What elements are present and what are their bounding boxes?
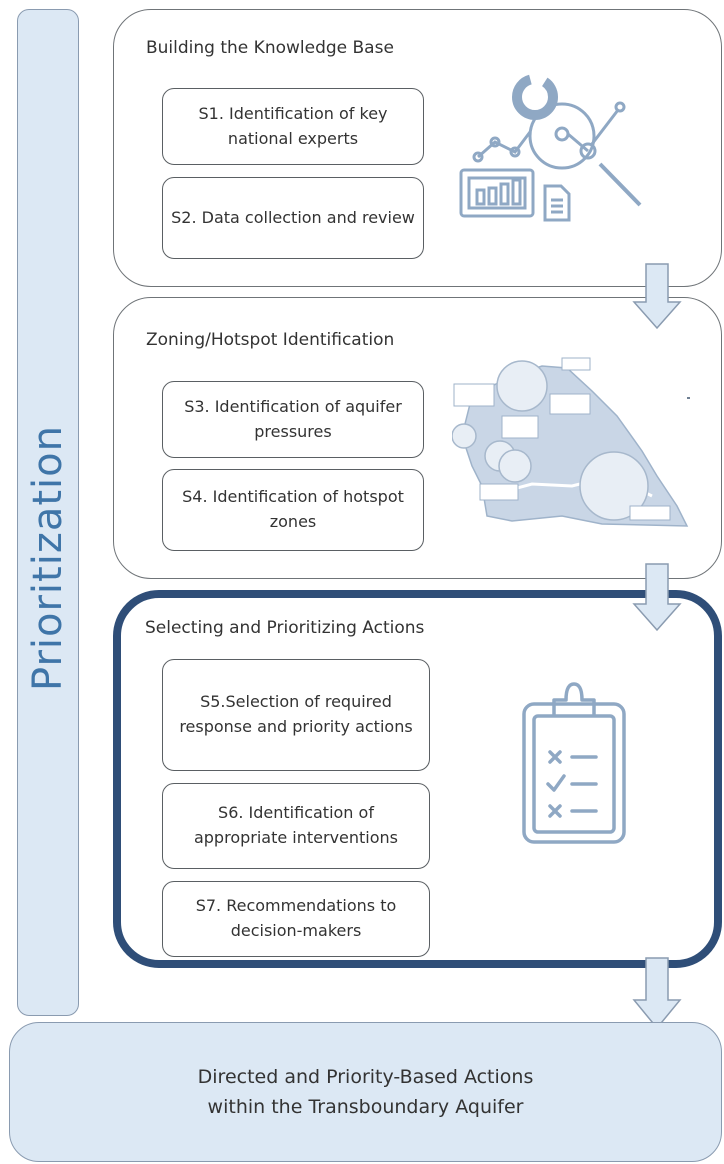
step-s5: S5.Selection of required response and pr… — [162, 659, 430, 771]
down-arrow-icon — [632, 563, 682, 632]
step-s3: S3. Identification of aquifer pressures — [162, 381, 424, 458]
down-arrow-icon — [632, 263, 682, 330]
step-s2: S2. Data collection and review — [162, 177, 424, 259]
checklist-clipboard-icon — [522, 682, 626, 844]
down-arrow-icon — [632, 957, 682, 1030]
panel-title: Building the Knowledge Base — [146, 38, 394, 58]
data-analytics-icon — [459, 74, 642, 222]
outcome-label: Directed and Priority-Based Actions with… — [197, 1065, 534, 1118]
sidebar-label: Prioritization — [25, 425, 71, 691]
step-s7: S7. Recommendations to decision-makers — [162, 881, 430, 957]
prioritization-sidebar — [17, 9, 79, 1016]
step-s6: S6. Identification of appropriate interv… — [162, 783, 430, 869]
outcome-box: Directed and Priority-Based Actions with… — [9, 1022, 722, 1162]
panel-title: Selecting and Prioritizing Actions — [145, 618, 425, 638]
panel-title: Zoning/Hotspot Identification — [146, 330, 395, 350]
hotspot-map-icon — [452, 357, 690, 527]
step-s1: S1. Identification of key national exper… — [162, 88, 424, 165]
step-s4: S4. Identification of hotspot zones — [162, 469, 424, 551]
